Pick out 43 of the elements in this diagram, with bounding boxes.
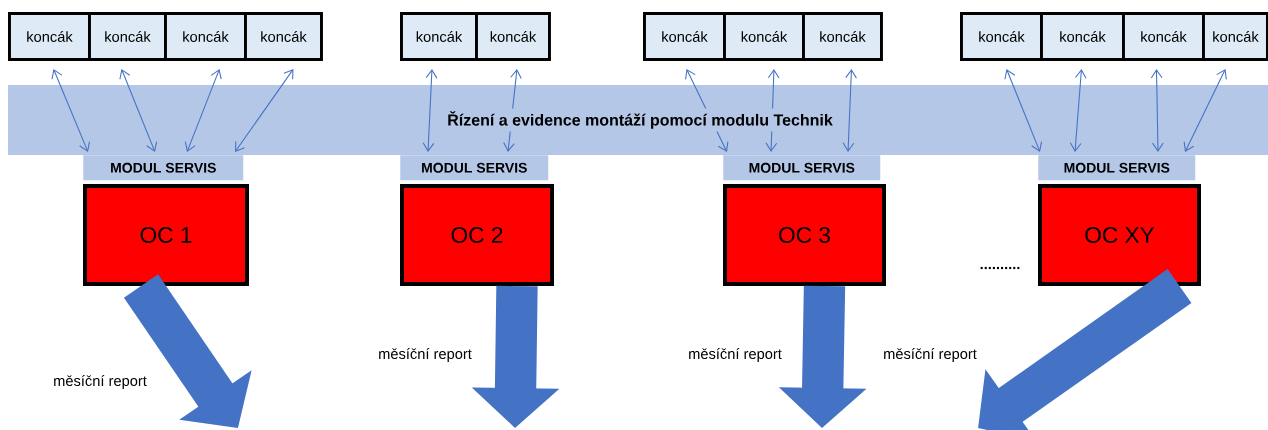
- terminal-box: koncák: [1122, 12, 1205, 61]
- terminal-box: koncák: [960, 12, 1043, 61]
- edge-label: měsíční report: [884, 348, 977, 362]
- node-label: MODUL SERVIS: [1064, 162, 1170, 173]
- center-box: OC 1: [83, 184, 249, 286]
- module-tab: MODUL SERVIS: [400, 155, 549, 181]
- module-tab: MODUL SERVIS: [83, 155, 244, 181]
- node-label: MODUL SERVIS: [111, 162, 216, 173]
- double-arrow: [1150, 68, 1164, 152]
- edge-label: měsíční report: [54, 375, 147, 389]
- terminal-box: koncák: [1040, 12, 1125, 61]
- center-box: OC XY: [1038, 184, 1201, 286]
- edge-label: měsíční report: [379, 348, 472, 362]
- block-arrow: [978, 269, 1192, 430]
- double-arrow: [1183, 68, 1227, 152]
- double-arrow: [1069, 68, 1087, 152]
- terminal-box: koncák: [1202, 12, 1268, 61]
- center-box: OC 2: [400, 184, 554, 286]
- node-label: MODUL SERVIS: [422, 162, 527, 173]
- double-arrow: [842, 68, 857, 152]
- terminal-box: koncák: [164, 12, 247, 61]
- module-tab: MODUL SERVIS: [1038, 155, 1196, 181]
- edge-label: měsíční report: [689, 348, 782, 362]
- terminal-box: koncák: [8, 12, 91, 61]
- terminal-box: koncák: [802, 12, 883, 61]
- terminal-box: koncák: [244, 12, 323, 61]
- terminal-box: koncák: [400, 12, 478, 61]
- double-arrow: [184, 68, 222, 152]
- module-tab: MODUL SERVIS: [723, 155, 881, 181]
- band-title: Řízení a evidence montáží pomocí modulu Technik: [444, 108, 836, 132]
- terminal-box: koncák: [475, 12, 551, 61]
- node-label: MODUL SERVIS: [749, 162, 855, 173]
- double-arrow: [51, 68, 91, 152]
- center-box: OC 3: [723, 184, 886, 286]
- double-arrow: [422, 68, 438, 152]
- double-arrow: [1004, 68, 1043, 152]
- terminal-box: koncák: [723, 12, 805, 61]
- double-arrow: [235, 68, 294, 152]
- terminal-box: koncák: [88, 12, 167, 61]
- double-arrow: [119, 68, 158, 152]
- ellipsis-label: ..........: [980, 266, 1020, 270]
- terminal-box: koncák: [643, 12, 726, 61]
- block-arrow: [123, 274, 252, 428]
